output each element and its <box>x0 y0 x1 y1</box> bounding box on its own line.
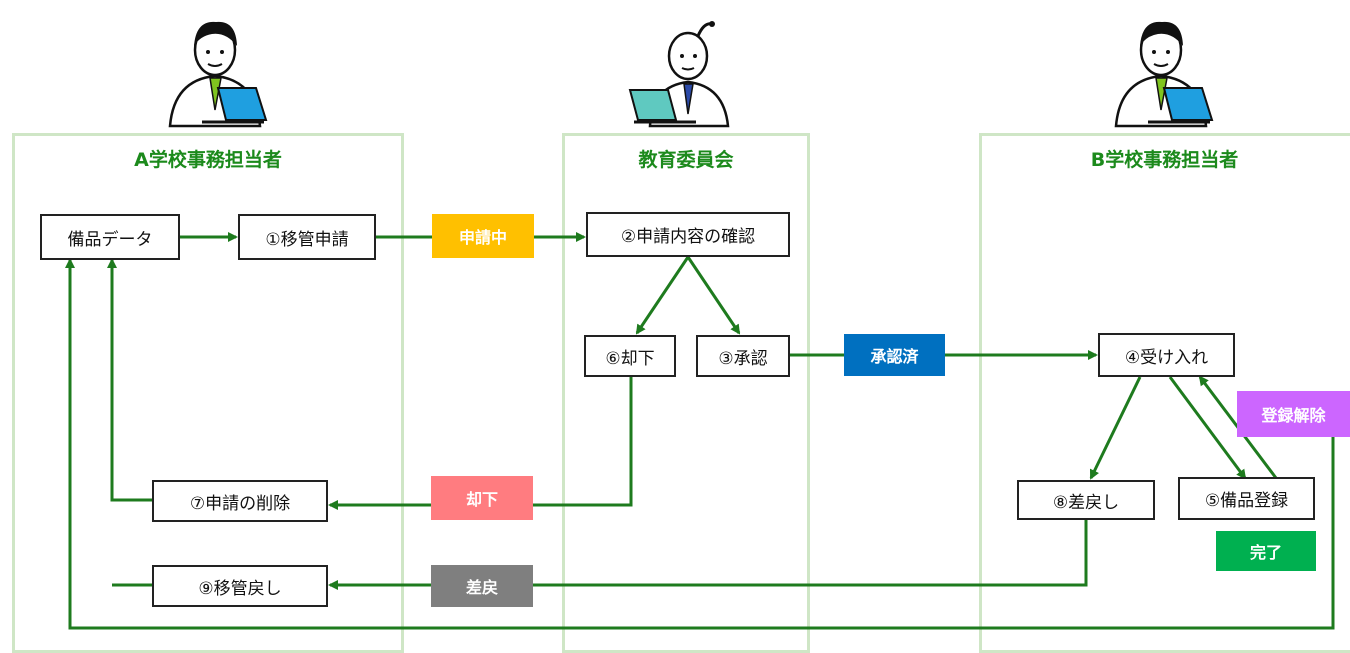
arrow-reject-to-delete <box>328 377 633 510</box>
step-2-confirm-request: ②申請内容の確認 <box>586 212 790 257</box>
status-badge-rejected: 却下 <box>431 476 533 520</box>
office-worker-laptop-icon <box>168 21 268 128</box>
arrow-accept-to-register <box>1168 376 1247 480</box>
status-badge-applying: 申請中 <box>432 214 534 258</box>
lane-a-school-title: A学校事務担当者 <box>134 149 282 171</box>
arrow-confirm-to-approve <box>686 256 741 335</box>
office-worker-laptop-icon <box>1114 21 1214 128</box>
arrow-delete-to-data <box>107 258 152 502</box>
lane-b-school-title: B学校事務担当者 <box>1090 149 1239 171</box>
arrow-sendback-to-transferback <box>328 520 1088 590</box>
step-7-delete-request: ⑦申請の削除 <box>152 480 328 522</box>
board-official-laptop-icon <box>628 21 730 128</box>
step-3-approve: ③承認 <box>696 335 790 377</box>
step-5-equipment-register: ⑤備品登録 <box>1178 477 1315 520</box>
equipment-data-box: 備品データ <box>40 214 180 260</box>
step-4-accept: ④受け入れ <box>1098 333 1235 377</box>
step-9-transfer-back: ⑨移管戻し <box>152 565 328 607</box>
step-8-send-back: ⑧差戻し <box>1017 480 1155 520</box>
lane-board-title: 教育委員会 <box>638 149 734 171</box>
arrow-unregister-to-data <box>65 258 1335 630</box>
arrow-confirm-to-reject <box>635 256 690 335</box>
arrow-accept-to-sendback <box>1089 376 1142 480</box>
status-badge-complete: 完了 <box>1216 531 1316 571</box>
status-badge-returned: 差戻 <box>431 565 533 607</box>
step-1-transfer-request: ①移管申請 <box>238 214 376 260</box>
status-badge-unregister: 登録解除 <box>1237 391 1350 437</box>
status-badge-approved: 承認済 <box>844 334 945 376</box>
step-6-reject: ⑥却下 <box>584 335 676 377</box>
